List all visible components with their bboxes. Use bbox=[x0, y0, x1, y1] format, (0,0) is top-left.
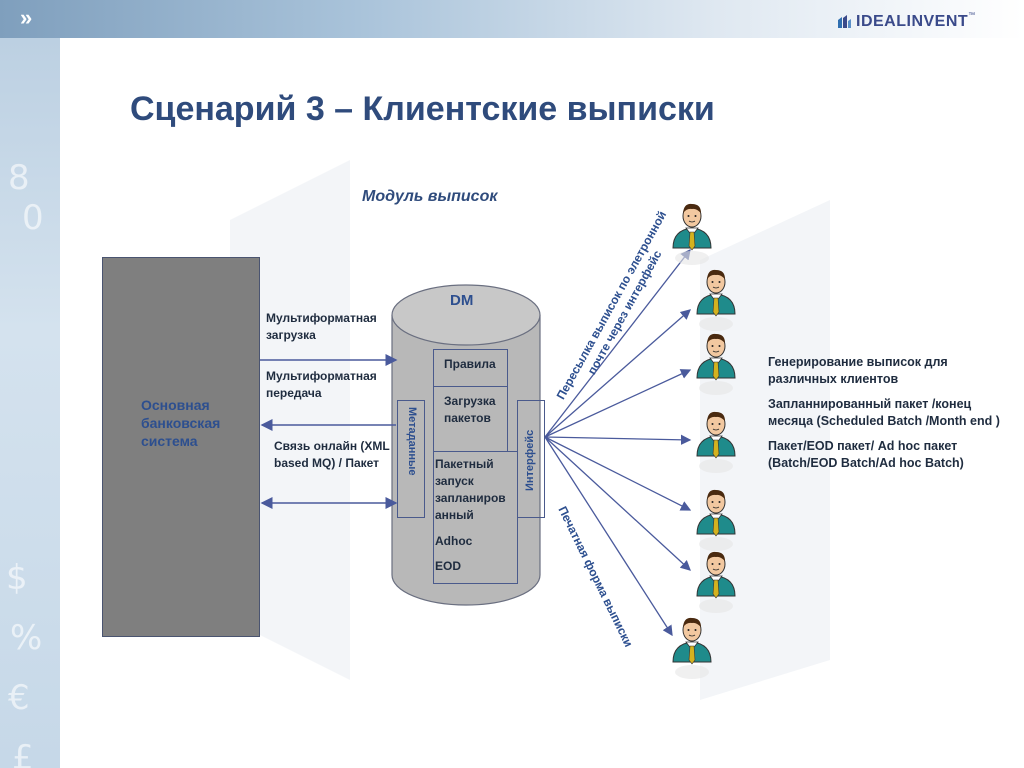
decor-digit: € bbox=[8, 678, 30, 718]
decorative-side-strip: 8 0 $ % € £ bbox=[0, 38, 60, 768]
decor-digit: 0 bbox=[22, 198, 44, 238]
metadata-box: Метаданные bbox=[397, 400, 425, 518]
arrow-client-7 bbox=[544, 436, 673, 637]
rules-box: Правила bbox=[433, 349, 508, 387]
arrow-client-5 bbox=[544, 436, 692, 511]
chevron-icon: » bbox=[20, 5, 33, 30]
note-generate: Генерирование выписок для различных клие… bbox=[768, 355, 948, 386]
interface-box: Интерфейс bbox=[517, 400, 545, 518]
client-person-icon bbox=[694, 326, 738, 400]
client-person-icon bbox=[694, 262, 738, 336]
interface-label: Интерфейс bbox=[524, 429, 536, 491]
module-title: Модуль выписок bbox=[362, 188, 498, 205]
metadata-label: Метаданные bbox=[406, 407, 418, 476]
page-title: Сценарий 3 – Клиентские выписки bbox=[130, 90, 715, 128]
client-person-icon bbox=[670, 196, 714, 270]
header-bar bbox=[0, 0, 1024, 38]
logo-icon bbox=[838, 15, 851, 28]
client-person-icon bbox=[670, 610, 714, 684]
label-online-link: Связь онлайн (XML based MQ) / Пакет bbox=[274, 439, 390, 470]
arrow-client-2 bbox=[544, 309, 691, 438]
arrow-client-1 bbox=[544, 248, 691, 438]
batch-load-label: Загрузка пакетов bbox=[444, 394, 496, 425]
notes-panel: Генерирование выписок для различных клие… bbox=[768, 354, 1008, 480]
batch-load-box: Загрузка пакетов bbox=[433, 386, 508, 452]
dm-title: DM bbox=[450, 292, 474, 309]
adhoc-label: Adhoc bbox=[435, 534, 473, 548]
client-person-icon bbox=[694, 404, 738, 478]
dm-cylinder bbox=[391, 284, 541, 606]
logo-trademark: ™ bbox=[968, 12, 976, 19]
note-scheduled: Запланнированный пакет /конец месяца (Sc… bbox=[768, 397, 1000, 428]
logo-text-ideal: IDEAL bbox=[856, 13, 907, 30]
rules-label: Правила bbox=[444, 357, 496, 371]
eod-label: EOD bbox=[435, 559, 462, 573]
arrow-client-6 bbox=[544, 436, 691, 571]
core-banking-system: Основная банковская система bbox=[102, 257, 260, 637]
batch-run-box: Пакетный запуск запланиров анный Adhoc E… bbox=[433, 451, 518, 584]
decor-digit: % bbox=[10, 618, 43, 658]
label-multiformat-transfer: Мультиформатная передача bbox=[266, 369, 377, 400]
core-banking-system-label: Основная банковская система bbox=[141, 397, 221, 449]
brand-logo: IDEAL INVENT ™ bbox=[836, 10, 975, 34]
logo-text-invent: INVENT bbox=[906, 13, 969, 30]
decor-digit: 8 bbox=[8, 158, 30, 198]
batch-run-label: Пакетный запуск запланиров анный bbox=[435, 457, 506, 522]
client-person-icon bbox=[694, 544, 738, 618]
decor-digit: $ bbox=[6, 558, 28, 598]
decor-digit: £ bbox=[12, 738, 34, 768]
client-person-icon bbox=[694, 482, 738, 556]
arrow-client-4 bbox=[544, 434, 692, 446]
note-batch-types: Пакет/EOD пакет/ Ad hoc пакет (Batch/EOD… bbox=[768, 439, 964, 470]
arrow-client-3 bbox=[544, 369, 692, 438]
label-multiformat-load: Мультиформатная загрузка bbox=[266, 311, 377, 342]
